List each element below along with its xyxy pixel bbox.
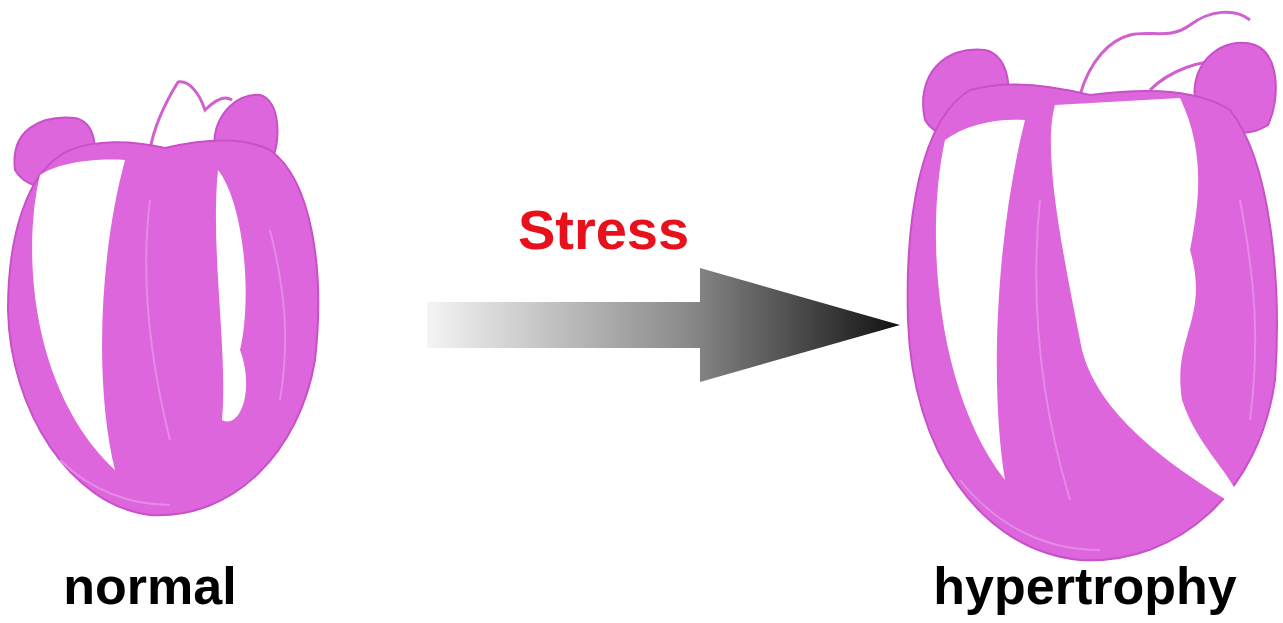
left-ventricle-cavity bbox=[216, 170, 246, 422]
muscle-texture bbox=[60, 200, 285, 505]
heart-section: normal bbox=[0, 75, 300, 617]
right-ventricle-cavity bbox=[32, 160, 125, 470]
condition-label: normal bbox=[63, 557, 236, 617]
hypertrophic-heart-section bbox=[908, 12, 1277, 560]
right-ventricle-cavity bbox=[936, 120, 1025, 480]
ventricle-tissue bbox=[908, 85, 1277, 561]
normal-heart-section bbox=[8, 82, 318, 515]
left-ventricle-cavity bbox=[1051, 98, 1243, 510]
block-arrow bbox=[427, 268, 900, 382]
ventricle-tissue bbox=[8, 140, 318, 515]
condition-label: hypertrophy bbox=[933, 557, 1236, 617]
arrow-label: Stress bbox=[514, 198, 693, 262]
heart-section: hypertrophy bbox=[895, 5, 1275, 617]
muscle-texture bbox=[960, 200, 1255, 550]
